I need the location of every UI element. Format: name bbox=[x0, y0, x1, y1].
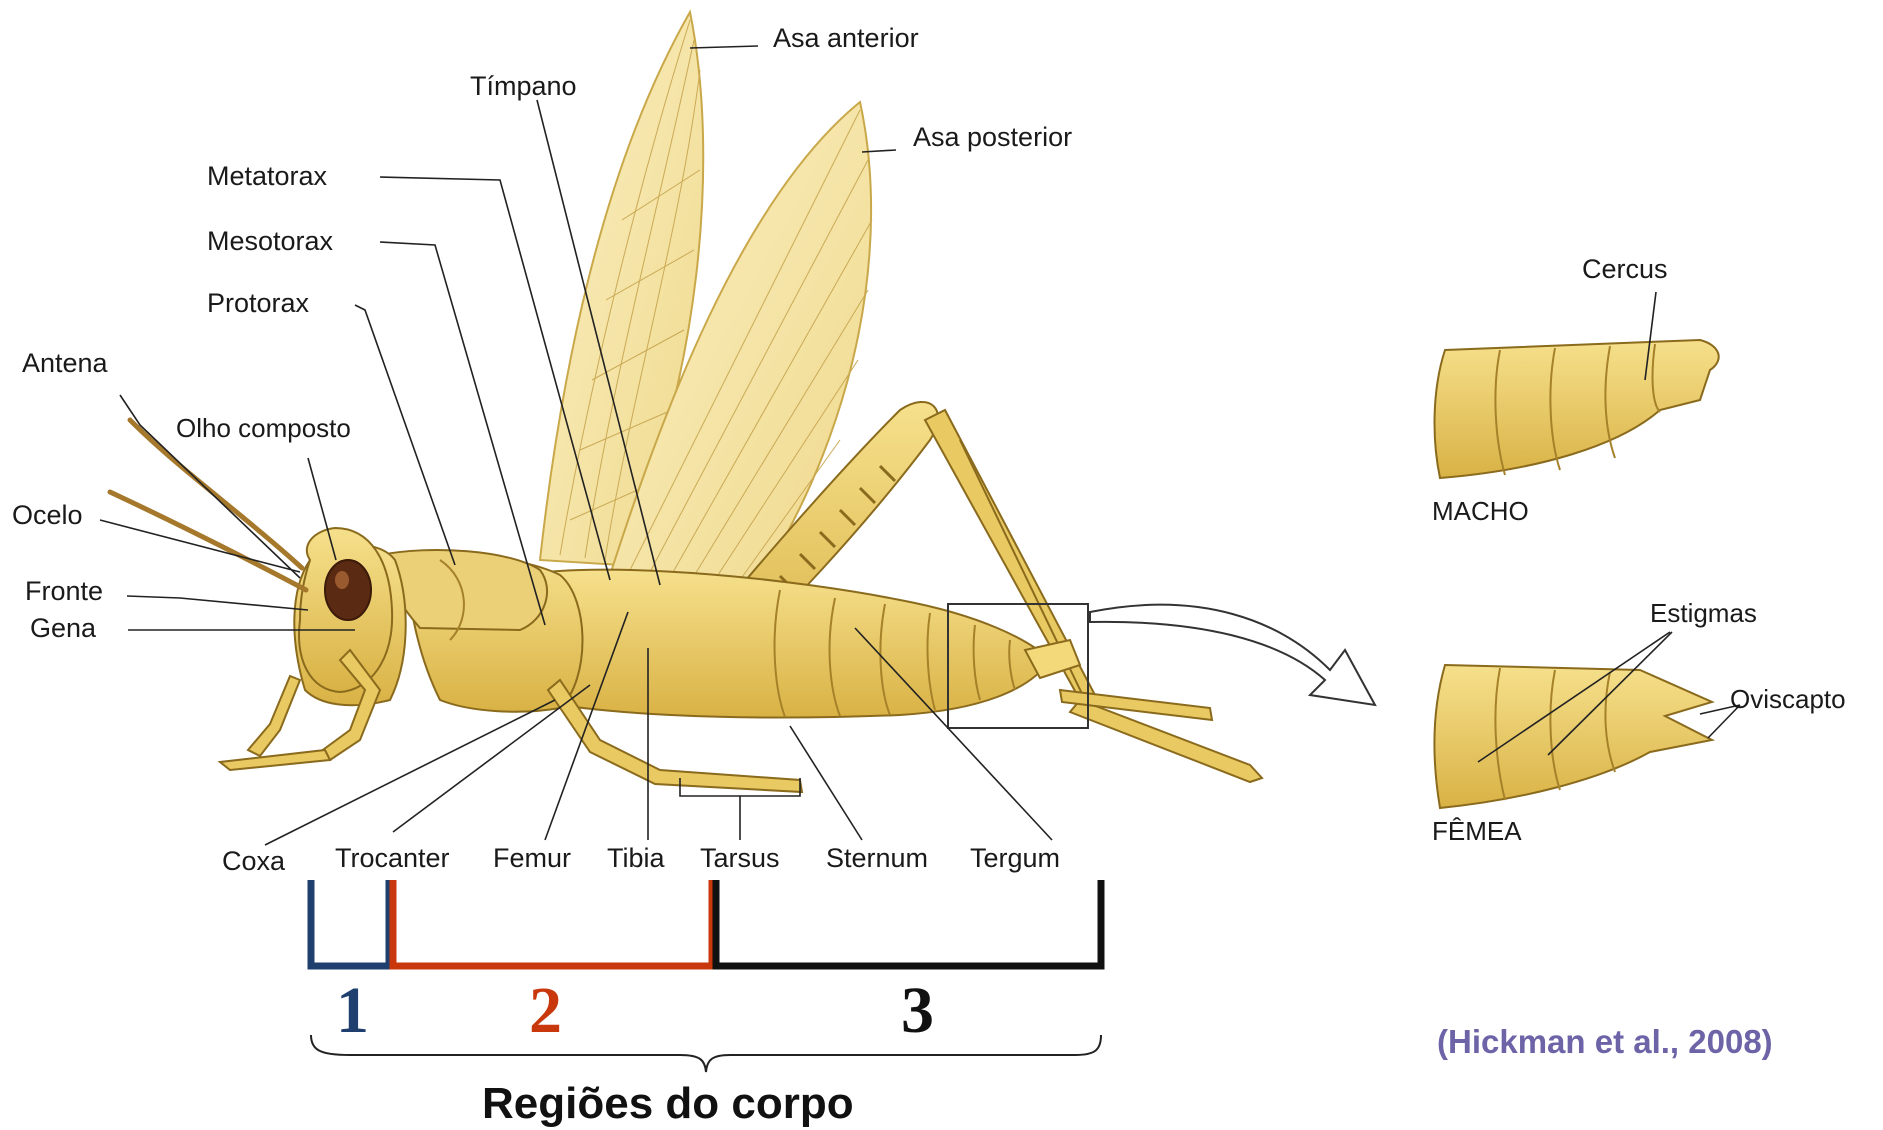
regions-title: Regiões do corpo bbox=[482, 1082, 854, 1126]
label-tergum: Tergum bbox=[970, 845, 1060, 872]
label-macho: MACHO bbox=[1432, 498, 1529, 524]
label-coxa: Coxa bbox=[222, 848, 285, 875]
label-gena: Gena bbox=[30, 615, 96, 642]
region-bracket-3 bbox=[716, 880, 1101, 966]
citation: (Hickman et al., 2008) bbox=[1437, 1025, 1773, 1058]
label-trocanter: Trocanter bbox=[335, 845, 450, 872]
label-asa-anterior: Asa anterior bbox=[773, 25, 919, 52]
label-femea: FÊMEA bbox=[1432, 818, 1522, 844]
region-number-3: 3 bbox=[901, 978, 934, 1044]
label-metatorax: Metatorax bbox=[207, 163, 327, 190]
female-abdomen bbox=[1435, 665, 1712, 808]
label-oviscapto: Oviscapto bbox=[1730, 686, 1846, 712]
label-cercus: Cercus bbox=[1582, 256, 1668, 283]
antennae bbox=[110, 420, 306, 590]
zoom-arrow bbox=[1090, 605, 1375, 705]
label-mesotorax: Mesotorax bbox=[207, 228, 333, 255]
curly-brace bbox=[311, 1035, 1101, 1072]
region-number-1: 1 bbox=[336, 978, 369, 1044]
label-tibia: Tibia bbox=[607, 845, 665, 872]
region-number-2: 2 bbox=[529, 978, 562, 1044]
label-tarsus: Tarsus bbox=[700, 845, 780, 872]
region-bracket-2 bbox=[393, 880, 712, 966]
label-femur: Femur bbox=[493, 845, 571, 872]
region-brackets bbox=[311, 880, 1101, 966]
label-asa-posterior: Asa posterior bbox=[913, 124, 1072, 151]
label-antena: Antena bbox=[22, 350, 108, 377]
label-ocelo: Ocelo bbox=[12, 502, 83, 529]
male-abdomen bbox=[1435, 340, 1719, 478]
label-protorax: Protorax bbox=[207, 290, 309, 317]
region-bracket-1 bbox=[311, 880, 389, 966]
label-olho-composto: Olho composto bbox=[176, 415, 351, 441]
label-estigmas: Estigmas bbox=[1650, 600, 1757, 626]
label-fronte: Fronte bbox=[25, 578, 103, 605]
label-timpano: Tímpano bbox=[470, 73, 577, 100]
label-sternum: Sternum bbox=[826, 845, 928, 872]
